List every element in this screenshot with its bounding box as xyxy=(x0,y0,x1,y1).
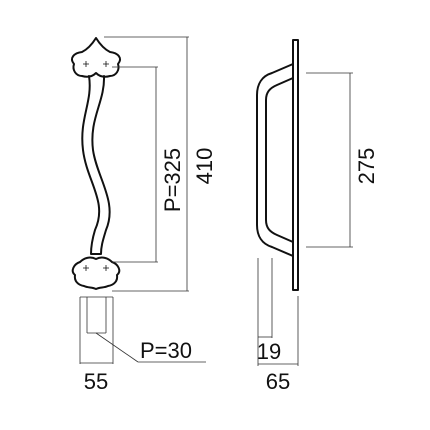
pitch-275-label: 275 xyxy=(354,148,379,185)
pitch-30-leader xyxy=(95,332,139,363)
pitch-325-label: P=325 xyxy=(160,148,185,212)
overall-410-label: 410 xyxy=(192,148,217,185)
front-view: P=325 410 xyxy=(71,36,217,292)
top-leaf-base xyxy=(71,37,121,78)
overall-410-dimension xyxy=(104,36,189,292)
bottom-screw-mark-left xyxy=(83,265,89,271)
handle-profile-inner xyxy=(265,77,294,243)
bottom-screw-mark-right xyxy=(103,265,109,271)
depth-65-label: 65 xyxy=(266,369,290,394)
bottom-view: P=30 55 xyxy=(79,296,206,394)
grip-outline xyxy=(81,75,111,255)
width-55-label: 55 xyxy=(84,369,108,394)
mounting-plate xyxy=(292,39,299,291)
side-view: 275 19 65 xyxy=(256,39,379,394)
projection-19-label: 19 xyxy=(257,339,281,364)
bottom-leaf-base xyxy=(71,256,121,290)
pitch-275-dimension xyxy=(306,72,353,248)
pitch-325-dimension xyxy=(112,66,158,263)
top-screw-mark-right xyxy=(103,61,109,67)
top-screw-mark-left xyxy=(83,61,89,67)
handle-profile-outer xyxy=(256,63,294,257)
pitch-30-label: P=30 xyxy=(140,338,192,363)
